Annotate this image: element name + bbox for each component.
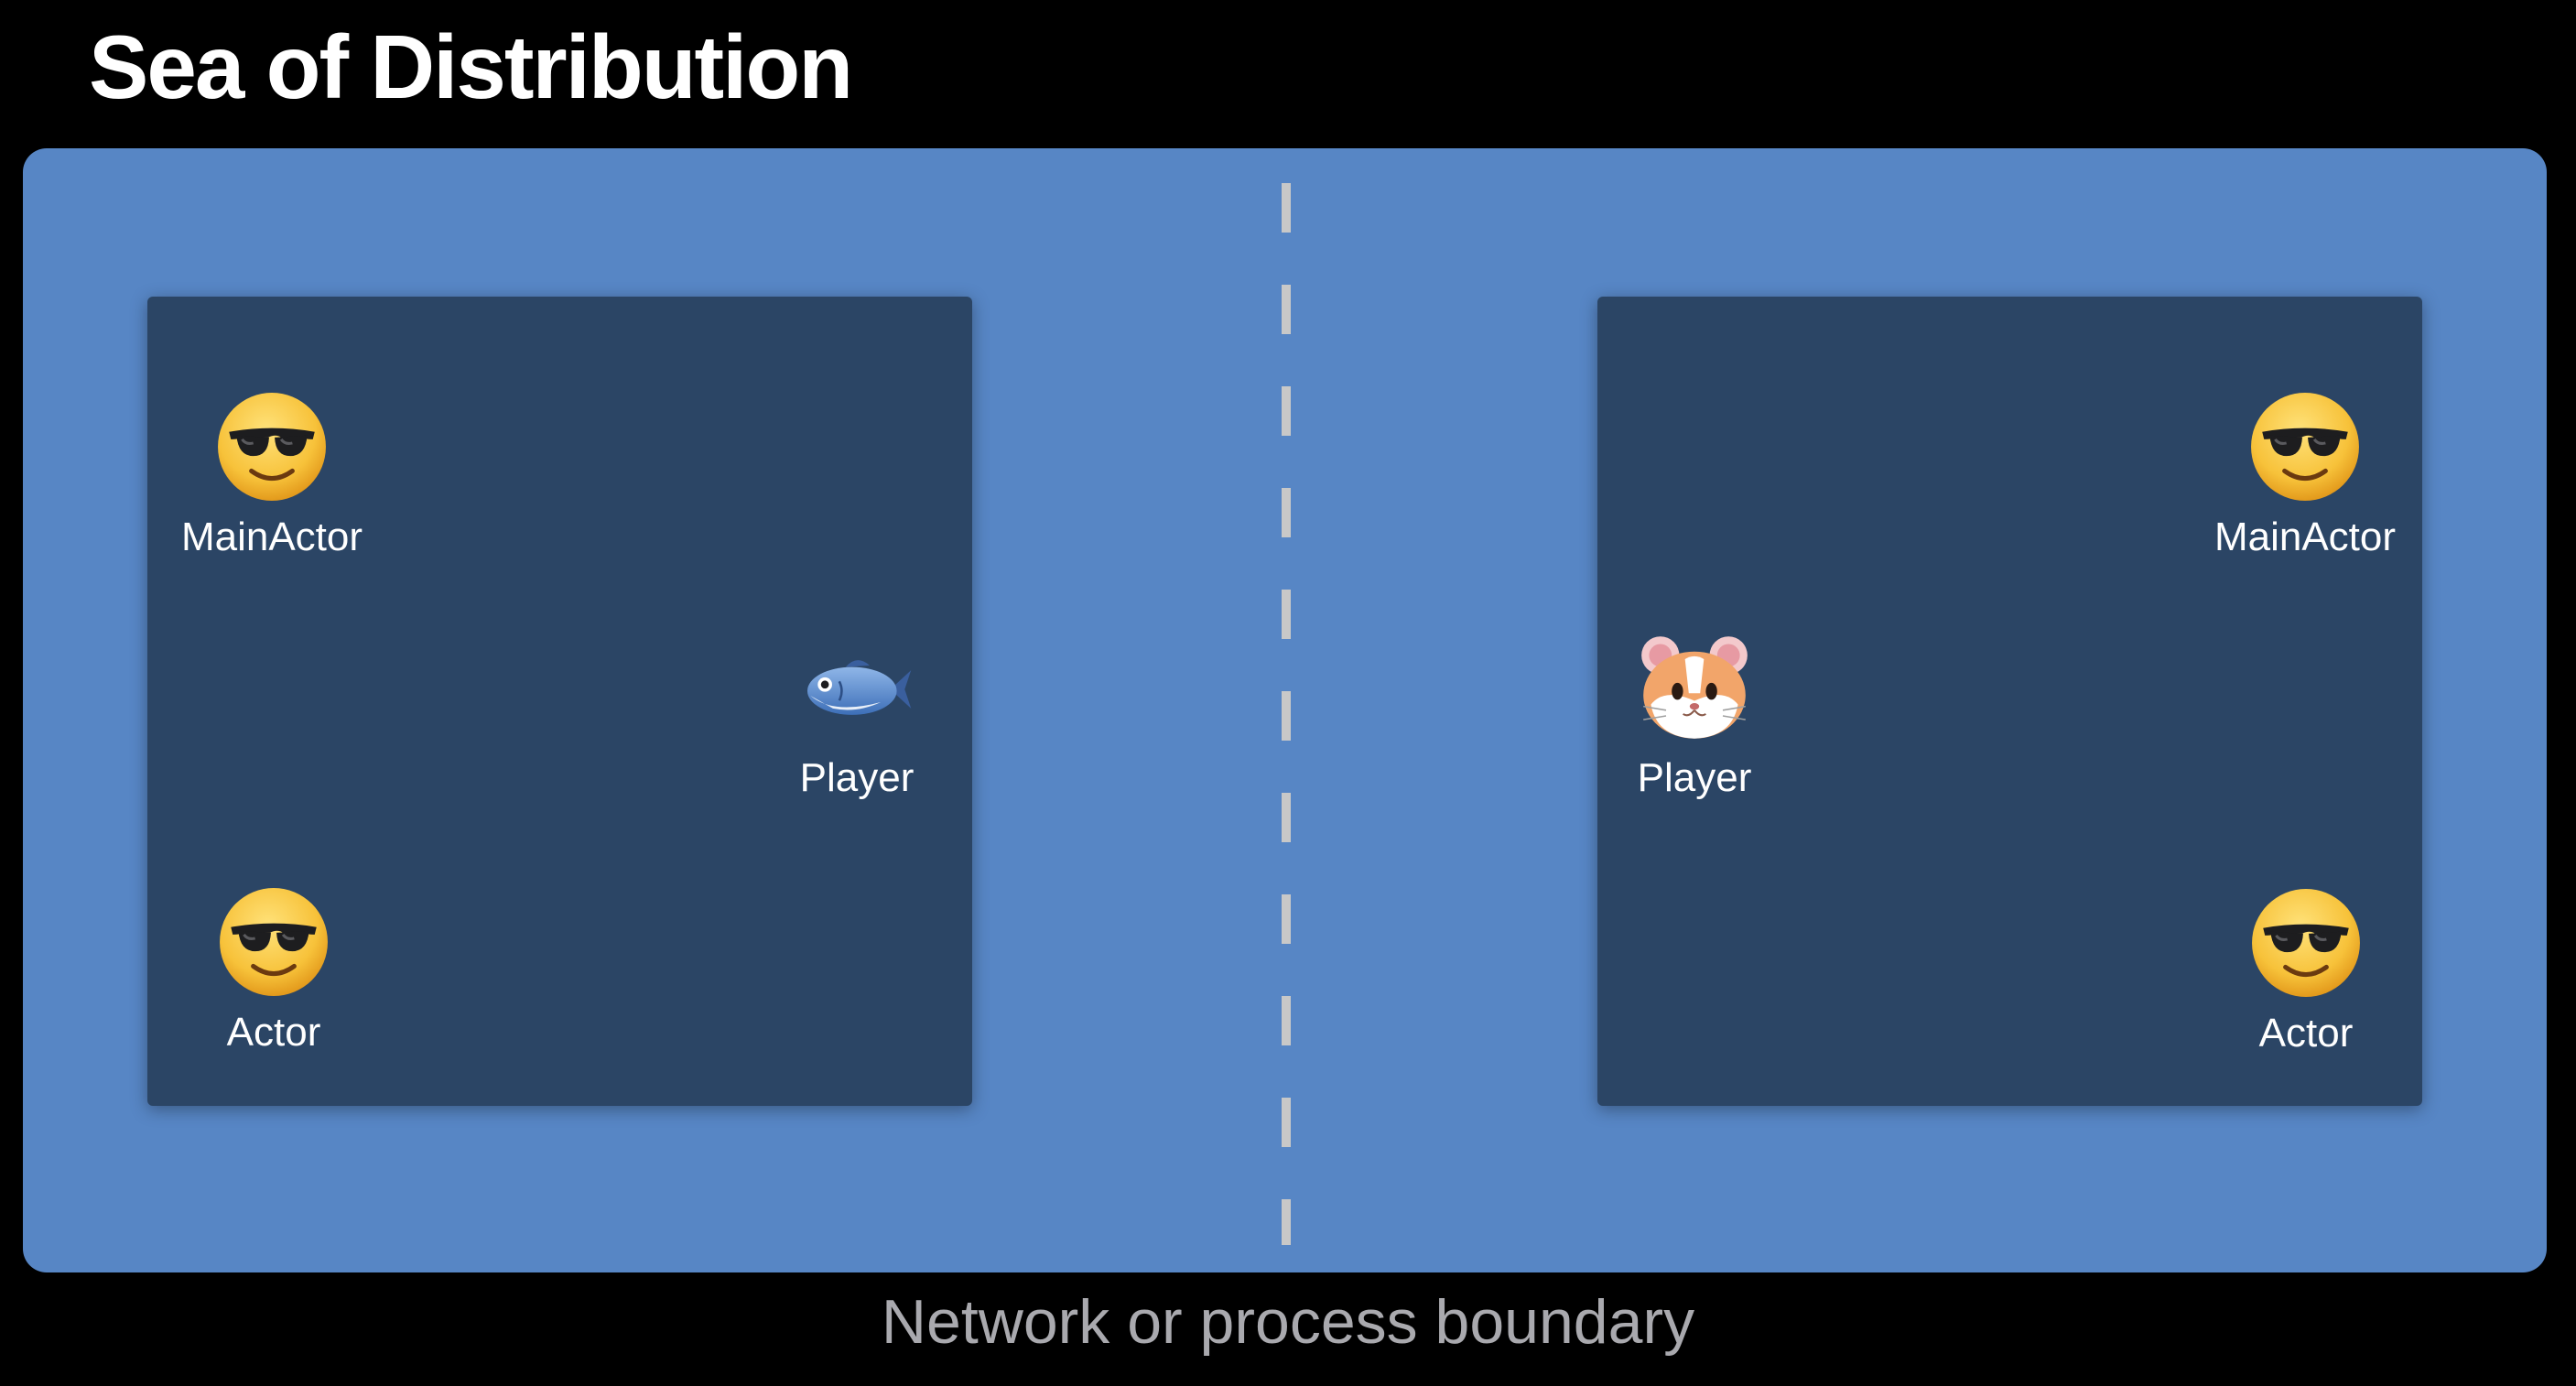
hamster-icon	[1638, 631, 1751, 744]
fish-icon	[801, 648, 913, 731]
left-player-label: Player	[799, 755, 915, 800]
smiling-face-with-sunglasses-icon	[2249, 391, 2361, 503]
smiling-face-with-sunglasses-icon	[218, 886, 330, 998]
left-actor: Actor	[164, 886, 384, 1106]
left-process-box: MainActor Player Actor	[147, 297, 972, 1106]
right-main-actor-label: MainActor	[2213, 514, 2397, 559]
right-player: Player	[1585, 632, 1804, 851]
left-main-actor-label: MainActor	[180, 514, 363, 559]
network-boundary-dashed-line	[1282, 183, 1291, 1245]
right-actor: Actor	[2196, 887, 2416, 1107]
smiling-face-with-sunglasses-icon	[2250, 887, 2362, 999]
slide-title: Sea of Distribution	[89, 16, 853, 117]
right-player-label: Player	[1637, 755, 1752, 800]
left-main-actor: MainActor	[162, 391, 382, 611]
left-player: Player	[747, 632, 967, 851]
boundary-caption: Network or process boundary	[881, 1287, 1695, 1357]
right-process-box: MainActor Player Actor	[1597, 297, 2422, 1106]
right-actor-label: Actor	[2258, 1011, 2354, 1056]
left-actor-label: Actor	[226, 1010, 321, 1055]
right-main-actor: MainActor	[2195, 391, 2415, 611]
smiling-face-with-sunglasses-icon	[216, 391, 328, 503]
